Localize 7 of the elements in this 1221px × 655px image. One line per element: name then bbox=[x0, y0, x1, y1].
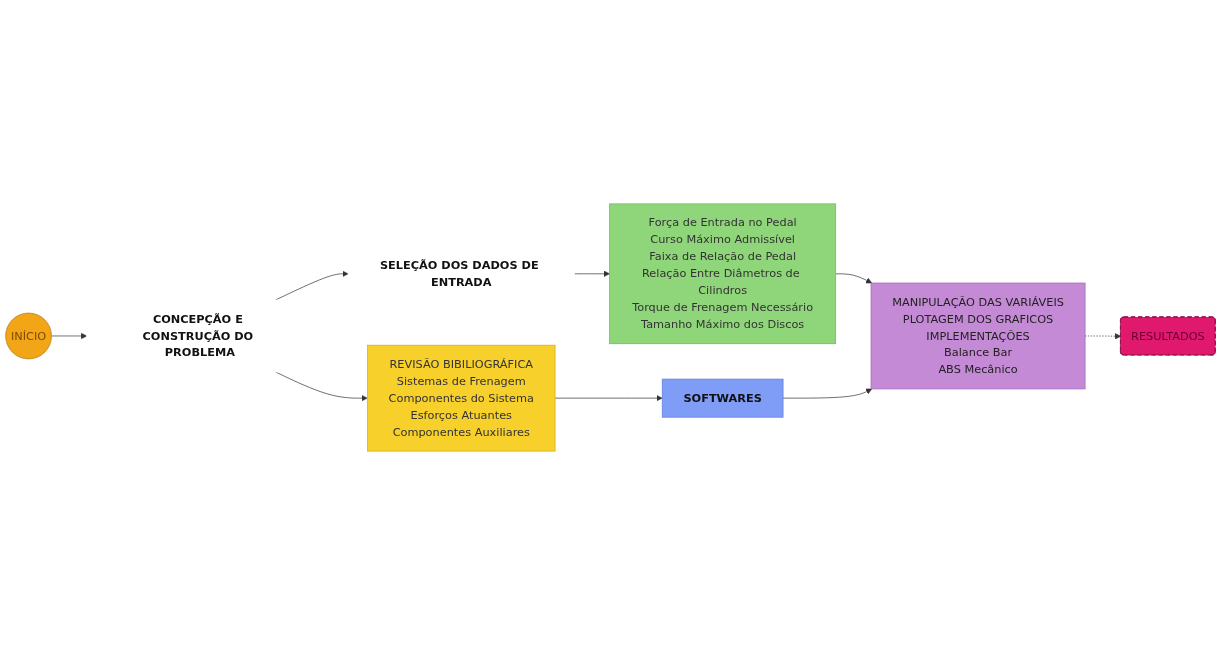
node-box: SOFTWARES bbox=[661, 378, 784, 418]
node-text: CONCEPÇÃO E CONSTRUÇÃO DO PROBLEMA bbox=[142, 311, 254, 360]
node-text: SELEÇÃO DOS DADOS DE ENTRADA bbox=[379, 258, 539, 289]
node-box: REVISÃO BIBILIOGRÁFICA Sistemas de Frenagem Componentes do Sistema Esforços Atuantes Componentes Auxiliares bbox=[367, 344, 556, 452]
node-circle: INÍCIO bbox=[5, 312, 52, 360]
node-box: MANIPULAÇÃO DAS VARIÁVEIS PLOTAGEM DOS GRAFICOS IMPLEMENTAÇÕES Balance Bar ABS Mecânico bbox=[870, 282, 1086, 390]
node-box: Força de Entrada no Pedal Curso Máximo Admissível Faixa de Relação de Pedal Relação Entre Diâmetros de Cilindros Torque de Frenagem Necessário Tamanho Máximo dos Discos bbox=[609, 203, 837, 345]
